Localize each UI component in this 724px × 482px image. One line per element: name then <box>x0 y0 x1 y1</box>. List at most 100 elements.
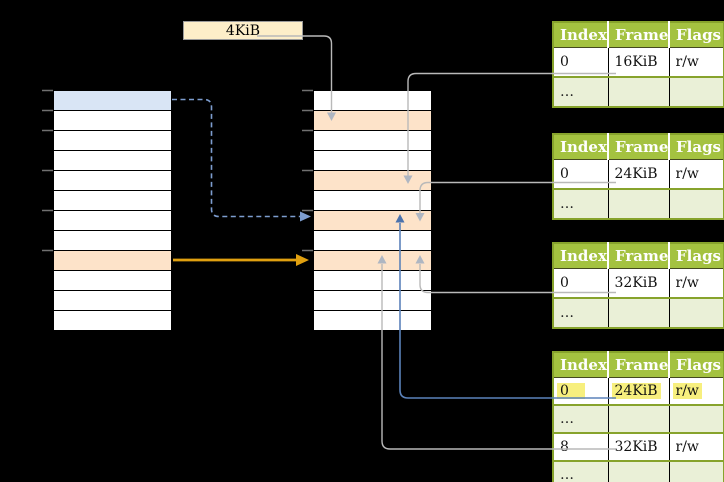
ellipsis-text: … <box>560 196 574 212</box>
cell-value: 16KiB <box>614 54 658 70</box>
cell-value: 24KiB <box>614 166 658 182</box>
physical-memory-column <box>313 90 432 331</box>
ellipsis-text: … <box>560 411 574 427</box>
table-cell <box>669 404 724 433</box>
table-cell: r/w <box>669 432 724 461</box>
table-cell: 24KiB <box>608 377 670 405</box>
page-size-label-box: 4KiB <box>183 21 303 40</box>
table-cell <box>669 297 724 328</box>
virtual-memory-row-6 <box>54 211 171 231</box>
cell-value: 32KiB <box>614 439 658 455</box>
cell-value: 32KiB <box>614 275 658 291</box>
column-header-index: Index <box>553 22 609 48</box>
physical-memory-row-10 <box>314 291 431 311</box>
virtual-memory-row-4 <box>54 171 171 191</box>
column-header-index: Index <box>553 134 609 160</box>
virtual-memory-column <box>53 90 172 331</box>
table-row: 0 16KiB r/w <box>553 47 724 77</box>
cell-value: r/w <box>675 439 699 455</box>
table-row: 0 24KiB r/w <box>553 377 724 405</box>
table-cell: 32KiB <box>608 432 670 461</box>
highlighted-value: 0 <box>557 383 585 399</box>
virtual-memory-row-3 <box>54 151 171 171</box>
virtual-memory-row-2 <box>54 131 171 151</box>
virtual-memory-row-8-orange <box>54 251 171 271</box>
cell-value: 0 <box>560 275 569 291</box>
table-row: … <box>553 404 724 433</box>
table-cell: r/w <box>669 159 724 189</box>
table-cell: 0 <box>553 47 609 77</box>
table-cell: r/w <box>669 377 724 405</box>
virtual-memory-row-1 <box>54 111 171 131</box>
column-header-index: Index <box>553 243 609 269</box>
physical-memory-row-3 <box>314 151 431 171</box>
table-cell <box>608 404 670 433</box>
table-cell: … <box>553 460 609 482</box>
cell-value: 0 <box>560 54 569 70</box>
highlighted-value: r/w <box>672 383 702 399</box>
physical-memory-row-2 <box>314 131 431 151</box>
cell-value: r/w <box>675 166 699 182</box>
table-cell: 8 <box>553 432 609 461</box>
column-header-flags: Flags <box>669 243 724 269</box>
physical-memory-row-11 <box>314 311 431 330</box>
physical-memory-row-0 <box>314 91 431 111</box>
table-row: 0 24KiB r/w <box>553 159 724 189</box>
table-cell <box>608 460 670 482</box>
table-row: … <box>553 297 724 328</box>
table-cell <box>669 188 724 219</box>
ellipsis-text: … <box>560 84 574 100</box>
cell-value: r/w <box>675 54 699 70</box>
table-cell <box>608 188 670 219</box>
virtual-memory-row-11 <box>54 311 171 330</box>
column-header-flags: Flags <box>669 22 724 48</box>
physical-memory-row-1-orange <box>314 111 431 131</box>
cell-value: r/w <box>675 275 699 291</box>
virtual-memory-row-7 <box>54 231 171 251</box>
virtual-memory-row-5 <box>54 191 171 211</box>
physical-memory-row-9 <box>314 271 431 291</box>
table-cell: 0 <box>553 268 609 298</box>
column-header-flags: Flags <box>669 352 724 378</box>
physical-memory-row-4-orange <box>314 171 431 191</box>
table-cell: 0 <box>553 159 609 189</box>
physical-memory-row-6-orange <box>314 211 431 231</box>
table-row: … <box>553 188 724 219</box>
column-header-frame: Frame <box>608 22 670 48</box>
virtual-orange-page-arrow <box>173 254 309 266</box>
physical-memory-row-8-orange <box>314 251 431 271</box>
table-cell <box>669 76 724 107</box>
cell-value: 0 <box>560 166 569 182</box>
ellipsis-text: … <box>560 305 574 321</box>
page-size-label: 4KiB <box>225 22 261 39</box>
table-cell: r/w <box>669 268 724 298</box>
ellipsis-text: … <box>560 467 574 482</box>
column-header-frame: Frame <box>608 352 670 378</box>
table-row: … <box>553 460 724 482</box>
table-cell: r/w <box>669 47 724 77</box>
table-row: … <box>553 76 724 107</box>
virtual-blue-page-dashed-arrow <box>172 98 311 222</box>
table-cell <box>608 76 670 107</box>
column-header-flags: Flags <box>669 134 724 160</box>
cell-value: 8 <box>560 439 569 455</box>
column-header-frame: Frame <box>608 243 670 269</box>
column-header-index: Index <box>553 352 609 378</box>
table-cell: 32KiB <box>608 268 670 298</box>
table-cell: … <box>553 188 609 219</box>
physical-memory-row-5 <box>314 191 431 211</box>
virtual-memory-row-10 <box>54 291 171 311</box>
highlighted-value: 24KiB <box>611 383 661 399</box>
table-row: 0 32KiB r/w <box>553 268 724 298</box>
